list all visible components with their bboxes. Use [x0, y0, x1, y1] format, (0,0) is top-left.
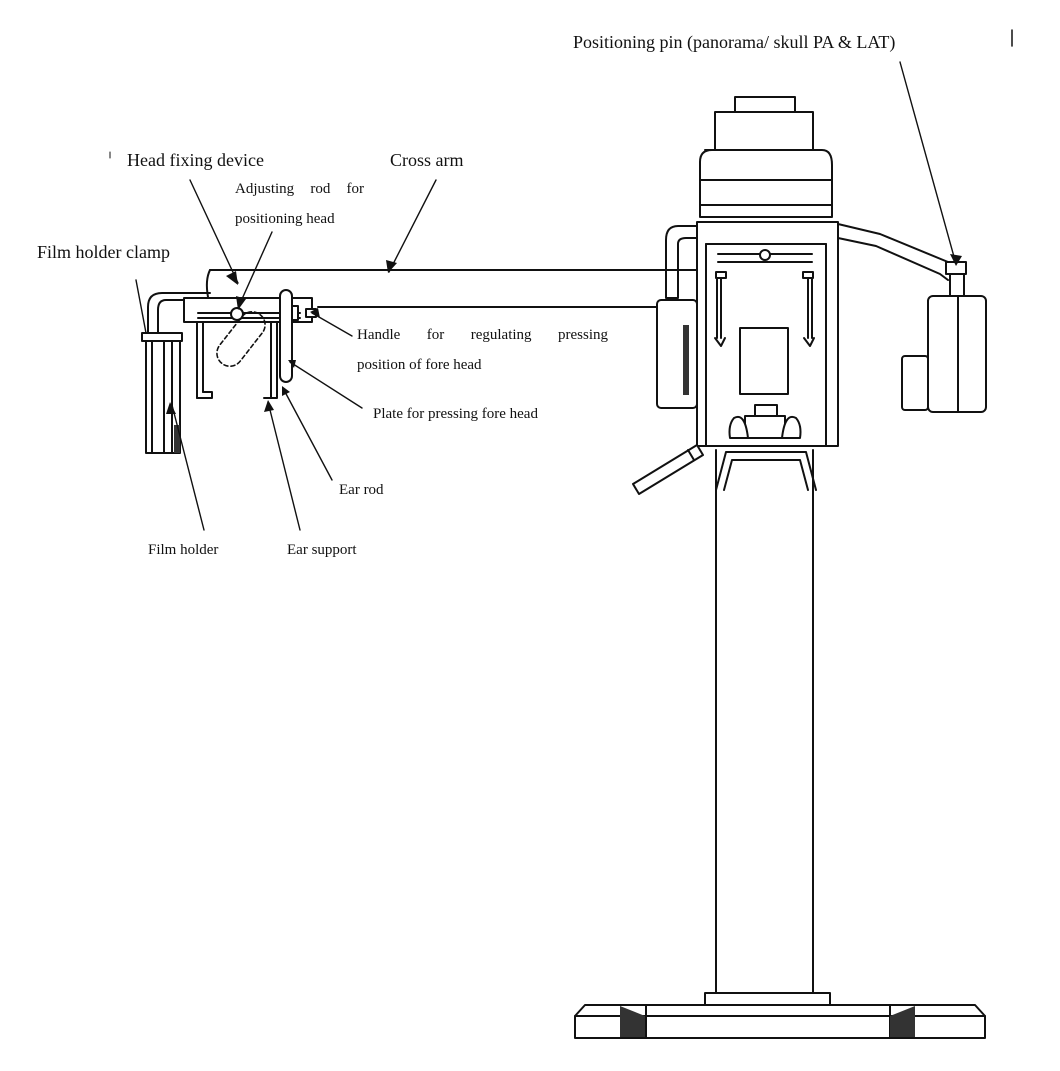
label-ear-support: Ear support: [287, 542, 357, 558]
label-cross-arm: Cross arm: [390, 150, 464, 170]
leader-film-holder: [171, 404, 205, 531]
leader-cross-arm: [388, 179, 437, 273]
label-film-holder: Film holder: [148, 542, 219, 558]
label-positioning-pin: Positioning pin (panorama/ skull PA & LA…: [573, 32, 896, 52]
label-handle-line1: Handle for regulating pressing: [357, 328, 608, 343]
leader-film-holder-clamp: [135, 279, 147, 334]
label-plate: Plate for pressing fore head: [373, 406, 538, 422]
xray-tube-head: [699, 96, 833, 218]
machine-base: [574, 992, 986, 1039]
label-head-fixing-device: Head fixing device: [127, 150, 264, 170]
vertical-column: [715, 449, 814, 994]
leader-plate: [289, 361, 363, 409]
head-fixing-device: [183, 289, 317, 399]
label-handle-text: Handle for regulating pressing: [357, 327, 608, 343]
label-ear-rod: Ear rod: [339, 482, 384, 498]
leader-head-fixing-device: [189, 179, 239, 284]
right-arm: [665, 223, 987, 413]
carriage-left-panel: [656, 299, 698, 409]
leader-adjusting-rod: [237, 231, 273, 309]
leader-ear-rod: [283, 389, 333, 481]
label-adjusting-rod-line1: Adjusting rod for: [235, 182, 364, 197]
label-handle-line2: position of fore head: [357, 357, 482, 373]
label-film-holder-clamp: Film holder clamp: [37, 242, 170, 262]
carriage-body: [632, 221, 839, 495]
label-adjusting-rod-text: Adjusting rod for: [235, 181, 364, 197]
film-holder-assembly: [141, 292, 211, 454]
leader-ear-support: [267, 401, 301, 531]
label-adjusting-rod-line2: positioning head: [235, 211, 335, 227]
leader-positioning-pin: [899, 61, 957, 265]
leader-lines: [135, 61, 962, 531]
cross-arm: [205, 269, 698, 308]
